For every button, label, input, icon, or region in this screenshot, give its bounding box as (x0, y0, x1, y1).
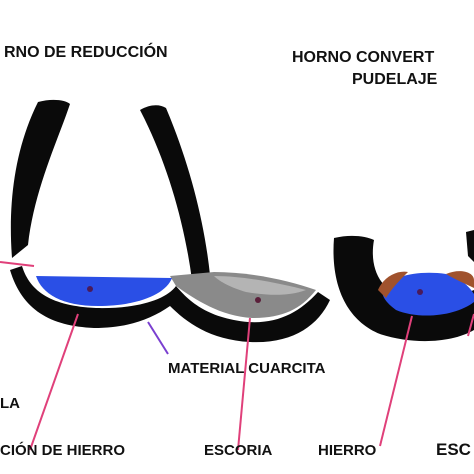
label-hierro-right: HIERRO (318, 442, 377, 459)
left-inlet-pointer (0, 261, 35, 267)
left-slag-highlight (214, 276, 306, 295)
left-furnace-right-wall (140, 105, 210, 280)
pointer-escoria-right (467, 313, 474, 337)
label-escoria-left: ESCORIA (204, 442, 273, 459)
label-material-cuarcita: MATERIAL CUARCITA (168, 360, 326, 377)
pointer-escoria-left (237, 317, 251, 451)
left-iron-dot (87, 286, 93, 292)
label-escoria-right: ESC (436, 440, 471, 459)
right-furnace-title-line1: HORNO CONVERT (292, 49, 434, 66)
left-slag-pool (170, 272, 316, 318)
left-furnace-left-wall (10, 99, 71, 258)
left-furnace-title: RNO DE REDUCCIÓN (4, 42, 168, 61)
label-cion-de-hierro: CIÓN DE HIERRO (0, 441, 125, 459)
left-iron-pool (36, 276, 172, 306)
label-left-edge-a: LA (0, 395, 20, 412)
right-furnace-top-stub (466, 230, 474, 262)
left-slag-dot (255, 297, 261, 303)
right-copper-deposit-right (446, 271, 474, 288)
right-furnace-title-line2: PUDELAJE (352, 71, 438, 88)
pointer-material-cuarcita (147, 321, 169, 355)
right-iron-dot (417, 289, 423, 295)
right-copper-deposit-left (378, 271, 408, 298)
pointer-reduccion-hierro (29, 313, 79, 451)
right-iron-pool (382, 272, 474, 316)
pointer-hierro-right (379, 315, 413, 447)
